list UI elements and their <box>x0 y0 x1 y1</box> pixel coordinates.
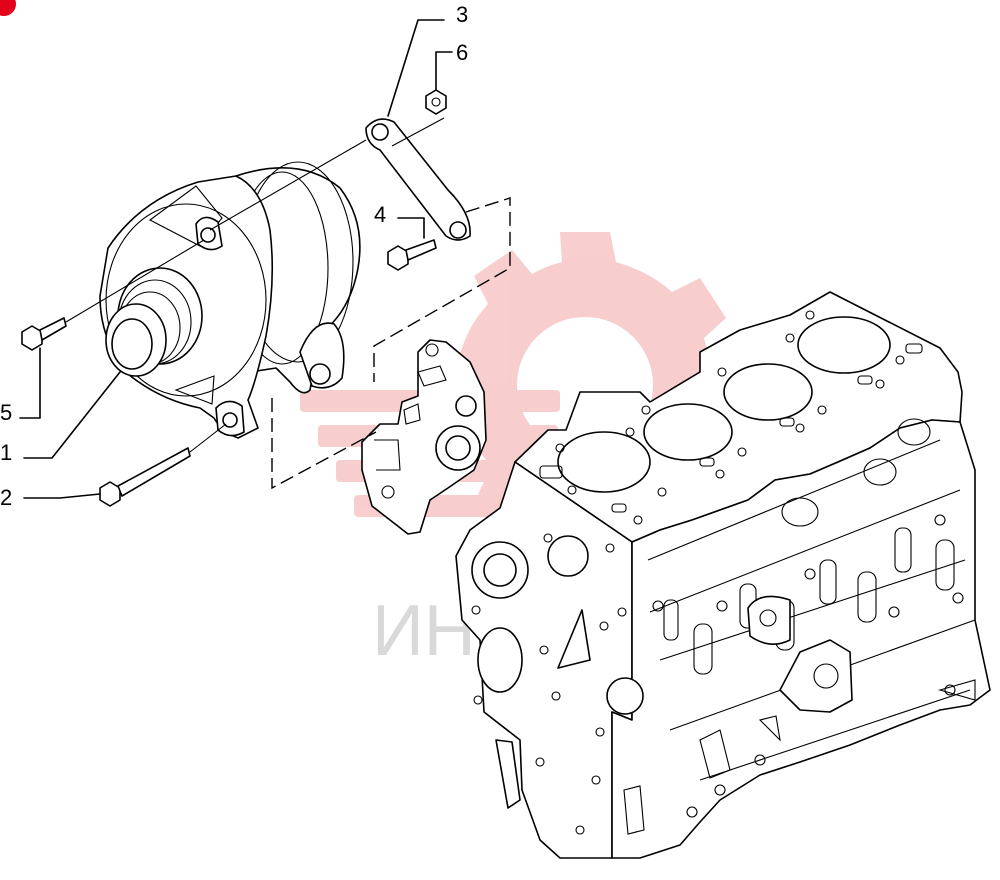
callout-5: 5 <box>0 400 12 425</box>
callout-3: 3 <box>456 2 468 27</box>
bolt-part-2 <box>99 447 191 507</box>
alternator-support-bracket <box>361 339 487 535</box>
bolt-part-4 <box>387 239 437 271</box>
callout-2: 2 <box>0 485 12 510</box>
callout-6: 6 <box>456 40 468 65</box>
corner-marker <box>0 0 16 16</box>
engine-block <box>455 291 991 859</box>
assembly-guide-lines <box>65 117 511 490</box>
callout-1: 1 <box>0 440 12 465</box>
alternator <box>99 161 361 439</box>
bolt-part-5 <box>21 317 67 351</box>
callout-4: 4 <box>374 202 386 227</box>
plate-part-3 <box>365 118 471 241</box>
callout-leaders <box>19 19 453 499</box>
nut-part-6 <box>425 89 447 115</box>
